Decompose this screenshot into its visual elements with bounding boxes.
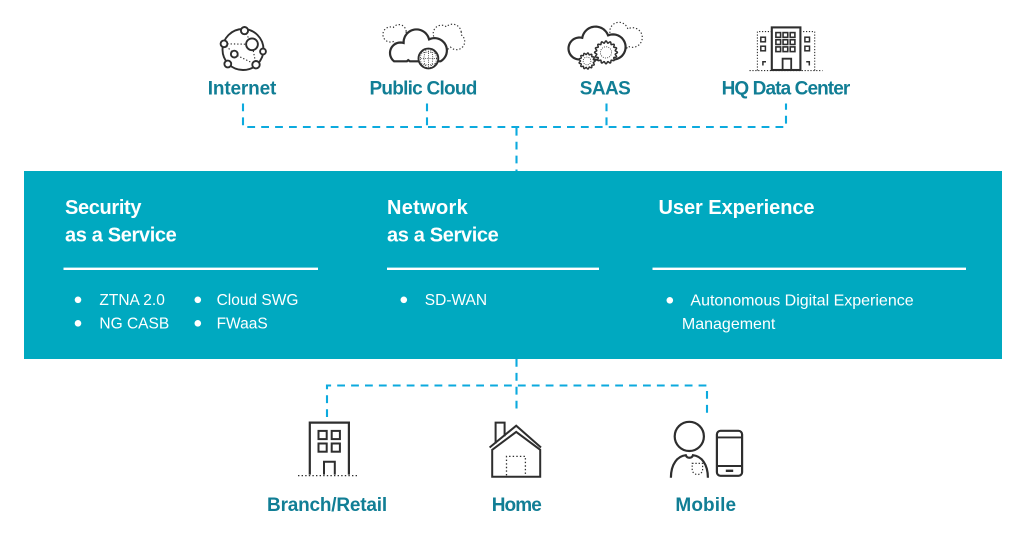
svg-text:Home: Home [492, 495, 542, 516]
svg-text:Management: Management [682, 316, 776, 333]
svg-text:SAAS: SAAS [580, 79, 630, 100]
svg-text:NG CASB: NG CASB [99, 315, 169, 332]
svg-text:ZTNA 2.0: ZTNA 2.0 [99, 292, 165, 309]
svg-text:User Experience: User Experience [659, 197, 815, 219]
svg-text:Network: Network [387, 197, 469, 219]
svg-text:Mobile: Mobile [675, 495, 736, 516]
svg-text:Autonomous Digital Experience: Autonomous Digital Experience [690, 292, 913, 309]
svg-text:Branch/Retail: Branch/Retail [267, 495, 387, 516]
svg-text:Internet: Internet [208, 79, 277, 100]
svg-text:SD-WAN: SD-WAN [425, 292, 487, 309]
svg-text:HQ Data Center: HQ Data Center [722, 79, 851, 100]
svg-text:Cloud SWG: Cloud SWG [217, 292, 299, 309]
svg-text:as a Service: as a Service [65, 225, 177, 247]
svg-text:as a Service: as a Service [387, 225, 499, 247]
svg-text:Public Cloud: Public Cloud [369, 79, 476, 100]
svg-text:FWaaS: FWaaS [217, 315, 268, 332]
svg-text:Security: Security [65, 197, 142, 219]
